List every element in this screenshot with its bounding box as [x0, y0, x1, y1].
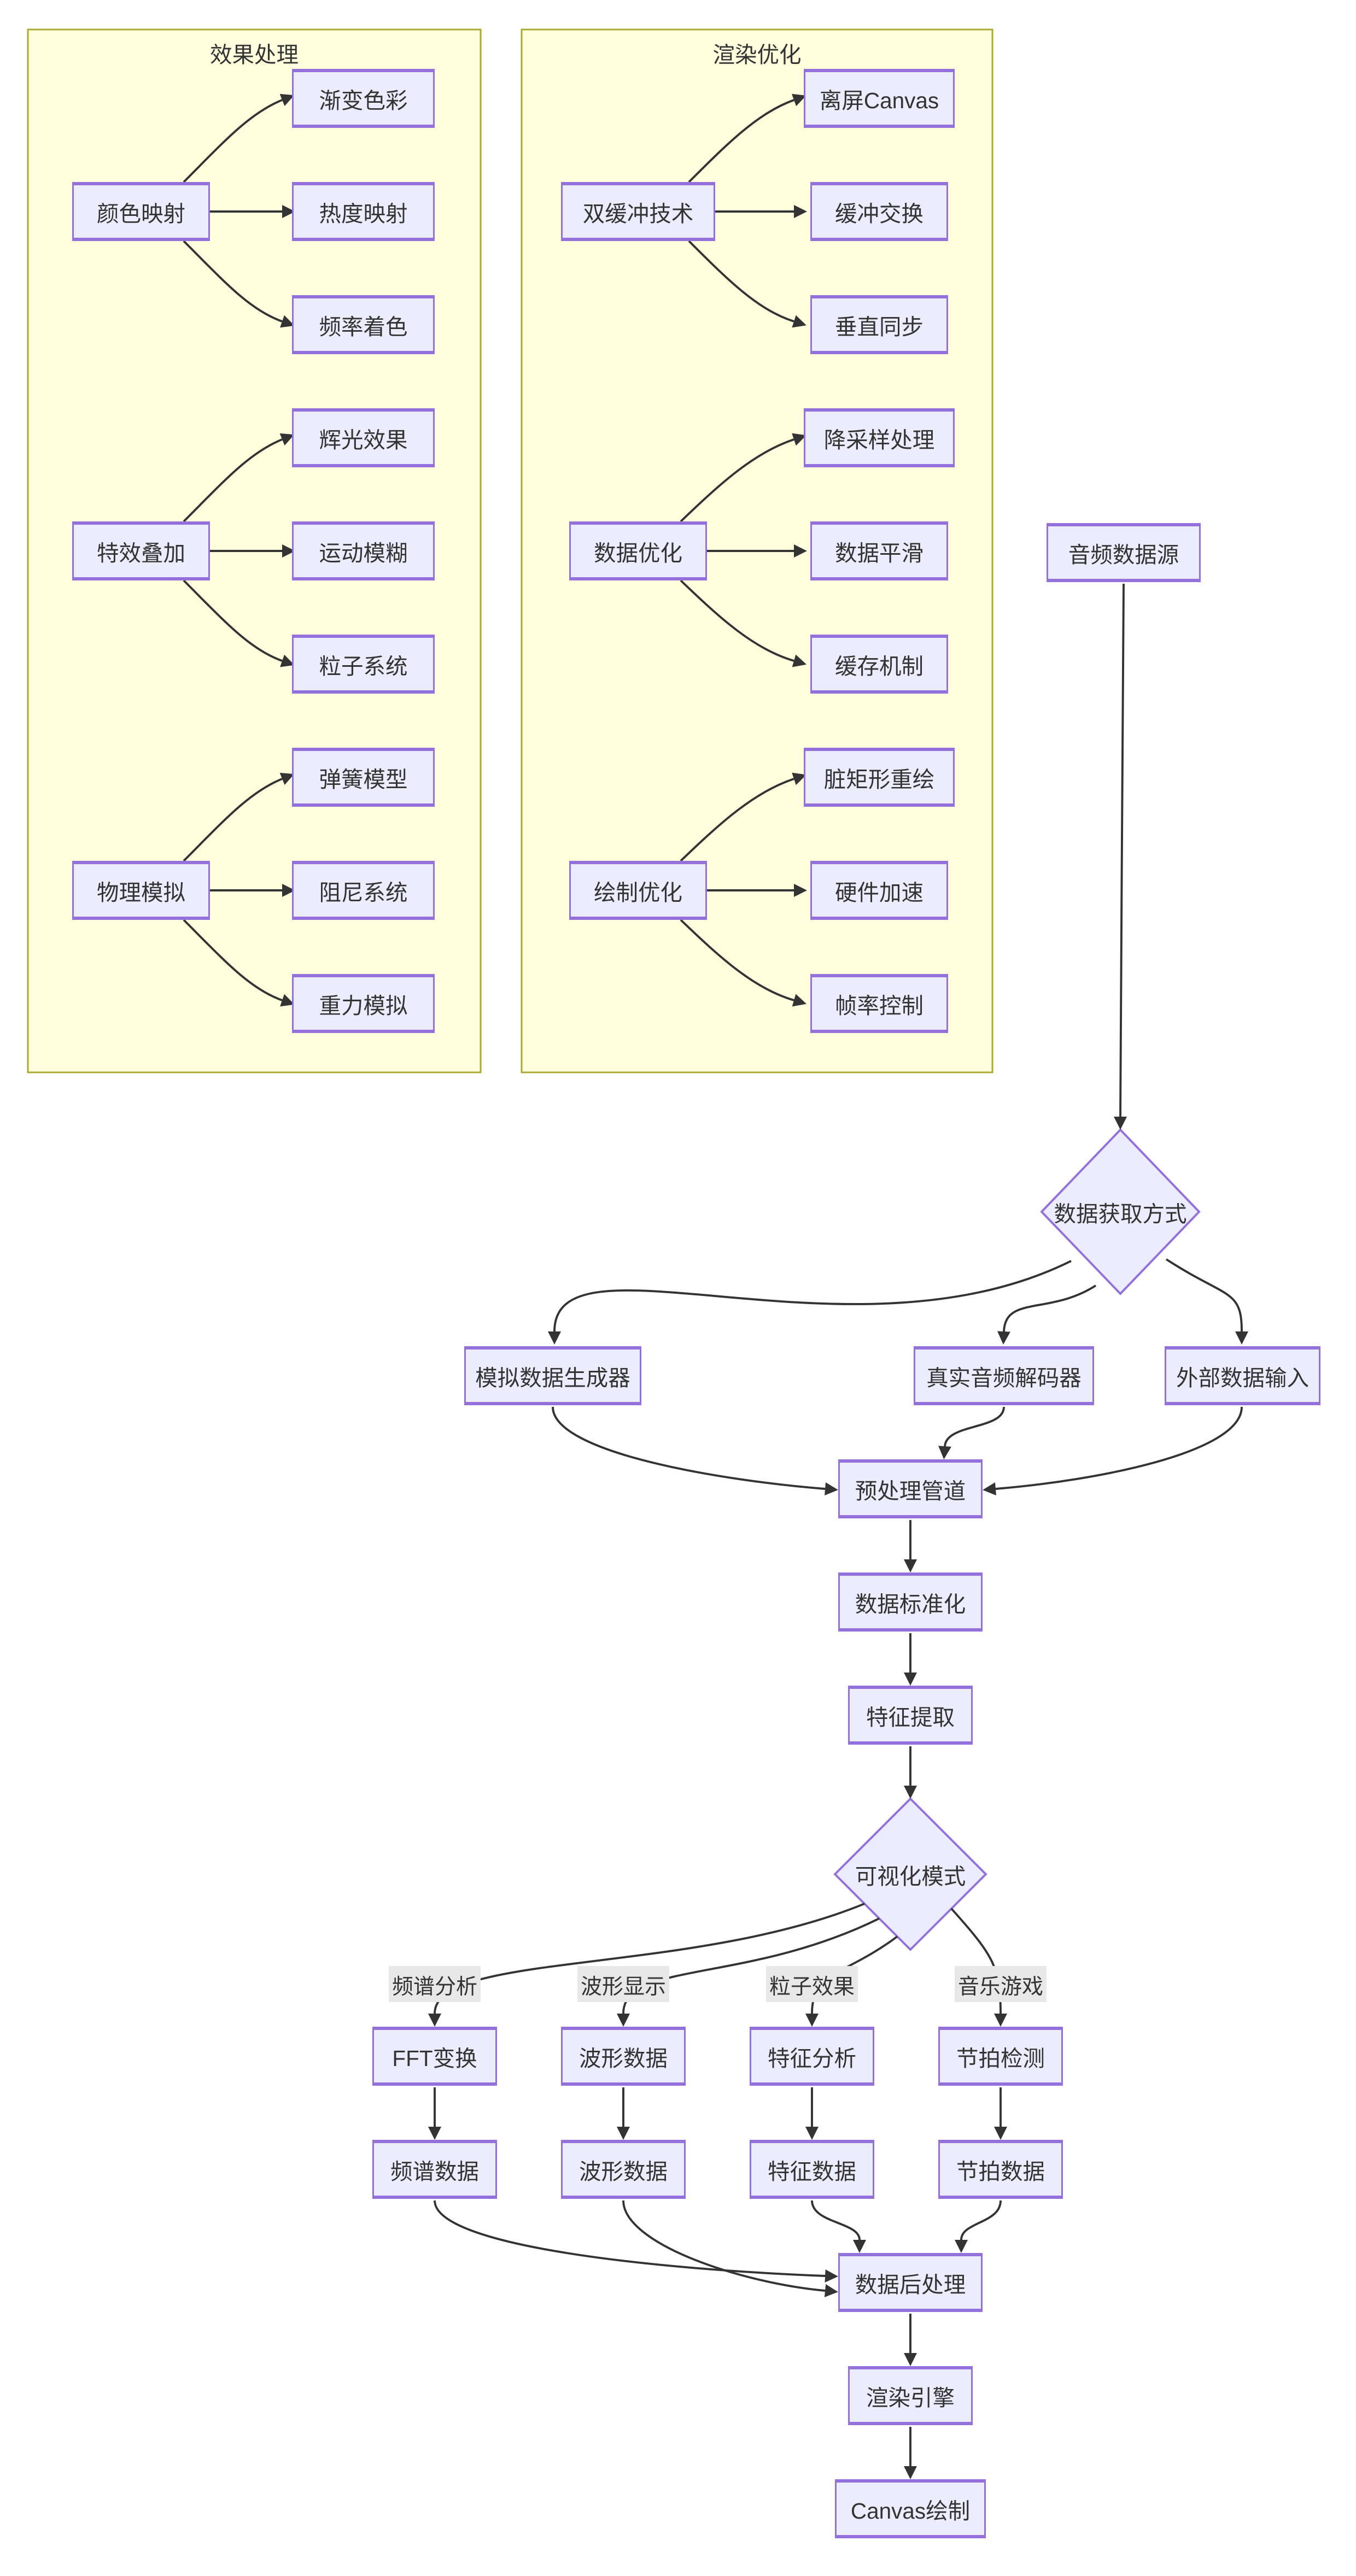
edge-fx-overlay-particle-sys [183, 579, 295, 667]
node-sim-gen: 模拟数据生成器 [464, 1346, 641, 1405]
edge-waveform-data-post-process [622, 2200, 838, 2297]
edge-draw-opt-dirty-rect [680, 772, 806, 862]
edge-draw-opt-fps-ctrl [680, 919, 807, 1007]
node-acquisition-label: 数据获取方式 [1054, 1202, 1187, 1227]
edge-label-spectrum-mode: 频谱分析 [388, 1966, 481, 2002]
node-render-engine: 渲染引擎 [848, 2366, 973, 2425]
node-vis-mode-label: 可视化模式 [855, 1864, 966, 1889]
node-glow: 辉光效果 [292, 408, 435, 467]
edge-label-game-mode: 音乐游戏 [954, 1966, 1047, 2002]
node-cache: 缓存机制 [810, 635, 948, 694]
node-motion-blur: 运动模糊 [292, 521, 435, 580]
acquisition-diamond [1040, 1128, 1201, 1295]
edge-double-buffer-offscreen [688, 93, 806, 183]
vis-mode-diamond [833, 1797, 987, 1951]
node-feature-data: 特征数据 [750, 2140, 874, 2199]
edge-color-map-gradient [183, 93, 295, 183]
edge-spectrum-data-post-process [434, 2200, 838, 2282]
edge-beat-data-post-process [955, 2200, 1002, 2253]
node-waveform-node: 波形数据 [561, 2027, 686, 2086]
edge-acquisition-ext-input [1165, 1258, 1248, 1345]
node-data-opt: 数据优化 [569, 521, 707, 580]
node-buffer-swap: 缓冲交换 [810, 182, 948, 241]
node-color-map: 颜色映射 [72, 182, 210, 241]
node-particle-sys: 粒子系统 [292, 635, 435, 694]
node-normalize: 数据标准化 [838, 1572, 983, 1632]
node-spring: 弹簧模型 [292, 748, 435, 807]
node-feature-extract: 特征提取 [848, 1686, 973, 1745]
node-offscreen: 离屏Canvas [804, 69, 955, 128]
node-fx-overlay: 特效叠加 [72, 521, 210, 580]
node-gravity: 重力模拟 [292, 974, 435, 1033]
node-spectrum-data: 频谱数据 [372, 2140, 497, 2199]
node-feature-analysis: 特征分析 [750, 2027, 874, 2086]
edge-data-opt-cache [680, 579, 807, 667]
node-heat: 热度映射 [292, 182, 435, 241]
node-ext-input: 外部数据输入 [1165, 1346, 1320, 1405]
edge-feature-data-post-process [811, 2200, 866, 2253]
node-audio-src: 音频数据源 [1047, 523, 1201, 582]
edge-acquisition-sim-gen [548, 1260, 1072, 1345]
node-double-buffer: 双缓冲技术 [561, 182, 715, 241]
node-downsample: 降采样处理 [804, 408, 955, 467]
node-physics: 物理模拟 [72, 861, 210, 920]
node-dirty-rect: 脏矩形重绘 [804, 748, 955, 807]
node-smoothing: 数据平滑 [810, 521, 948, 580]
edge-fx-overlay-glow [183, 433, 295, 523]
node-canvas-draw: Canvas绘制 [835, 2479, 986, 2538]
node-freq-color: 频率着色 [292, 295, 435, 354]
node-gradient: 渐变色彩 [292, 69, 435, 128]
node-fft: FFT变换 [372, 2027, 497, 2086]
cluster-render-opt-title: 渲染优化 [712, 43, 802, 67]
edge-real-decoder-pre-pipeline [938, 1406, 1005, 1459]
node-beat-data: 节拍数据 [938, 2140, 1063, 2199]
node-waveform-data: 波形数据 [561, 2140, 686, 2199]
edge-audio-src-acquisition [1114, 583, 1127, 1130]
edge-sim-gen-pre-pipeline [552, 1406, 838, 1495]
node-damping: 阻尼系统 [292, 861, 435, 920]
node-beat-detect: 节拍检测 [938, 2027, 1063, 2086]
edge-color-map-freq-color [183, 240, 295, 328]
node-hw-accel: 硬件加速 [810, 861, 948, 920]
edge-physics-spring [183, 772, 295, 862]
node-vsync: 垂直同步 [810, 295, 948, 354]
node-fps-ctrl: 帧率控制 [810, 974, 948, 1033]
edge-ext-input-pre-pipeline [983, 1406, 1243, 1495]
node-post-process: 数据后处理 [838, 2253, 983, 2312]
edge-label-particle-mode: 粒子效果 [765, 1966, 858, 2002]
edge-physics-gravity [183, 919, 295, 1007]
edge-data-opt-downsample [680, 433, 806, 523]
edge-double-buffer-vsync [688, 240, 806, 328]
node-pre-pipeline: 预处理管道 [838, 1459, 983, 1518]
edge-label-waveform-mode: 波形显示 [577, 1966, 670, 2002]
node-draw-opt: 绘制优化 [569, 861, 707, 920]
cluster-effects-title: 效果处理 [210, 43, 299, 67]
node-real-decoder: 真实音频解码器 [914, 1346, 1094, 1405]
edge-acquisition-real-decoder [997, 1284, 1097, 1345]
